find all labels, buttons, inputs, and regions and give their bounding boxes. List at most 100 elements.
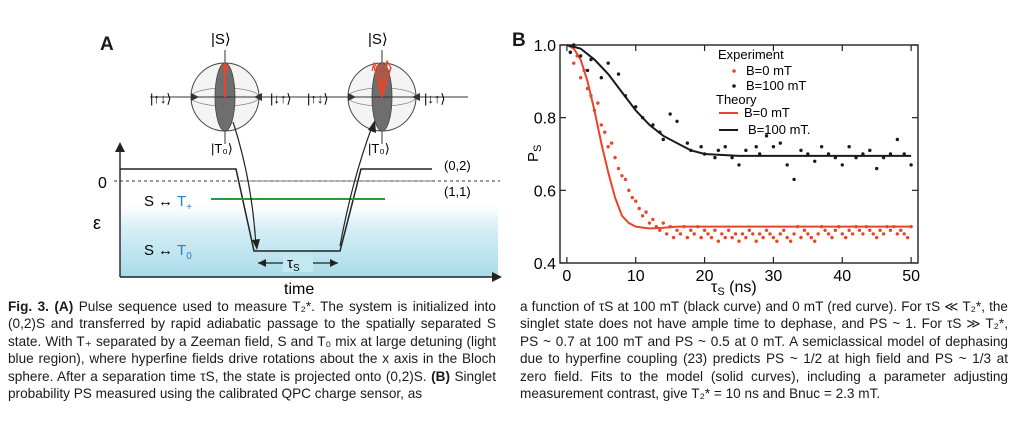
data-point-1 <box>606 61 610 65</box>
data-point-0 <box>702 228 707 232</box>
data-point-1 <box>785 163 789 167</box>
data-point-0 <box>720 232 724 236</box>
data-point-0 <box>844 235 848 240</box>
data-point-0 <box>592 108 597 113</box>
data-point-0 <box>637 206 641 211</box>
caption-b-text: Singlet probability PS measured using th… <box>8 368 497 402</box>
data-point-0 <box>654 224 659 229</box>
state-downup-right: |↓↑⟩ <box>424 91 445 106</box>
data-point-0 <box>751 232 755 236</box>
data-point-0 <box>854 224 858 229</box>
tau-label-bg <box>283 254 313 272</box>
data-point-0 <box>823 228 827 232</box>
level-02-label: (0,2) <box>444 158 471 173</box>
state-s-label: |S⟩ <box>211 31 231 48</box>
data-point-0 <box>651 217 655 222</box>
data-point-1 <box>895 137 900 142</box>
data-point-1 <box>599 76 604 80</box>
data-point-0 <box>713 228 717 232</box>
zero-label: 0 <box>98 175 107 192</box>
state-updown-right: |↑↓⟩ <box>307 91 328 106</box>
data-point-0 <box>895 232 900 236</box>
data-point-1 <box>881 155 886 160</box>
data-point-0 <box>613 155 617 160</box>
data-point-0 <box>761 235 765 240</box>
data-point-0 <box>771 235 776 240</box>
data-point-0 <box>609 141 614 145</box>
data-point-0 <box>658 228 662 232</box>
data-point-0 <box>833 228 838 232</box>
data-point-1 <box>799 148 803 153</box>
data-point-1 <box>868 148 872 153</box>
data-point-0 <box>850 232 855 236</box>
data-point-0 <box>599 123 604 127</box>
data-point-0 <box>572 61 576 65</box>
x-tick-label: 10 <box>627 268 645 285</box>
data-point-1 <box>702 152 707 156</box>
x-tick-label: 0 <box>562 268 571 285</box>
data-point-0 <box>816 232 820 236</box>
data-point-0 <box>627 188 631 193</box>
data-point-0 <box>644 210 648 214</box>
chart-ylabel: PS <box>525 145 544 162</box>
x-tick-label: 20 <box>696 268 714 285</box>
init-arrow <box>232 121 257 247</box>
data-point-0 <box>606 145 610 149</box>
data-point-0 <box>905 235 910 240</box>
chart-legend: Experiment B=0 mT B=100 mT Theory B=0 mT… <box>716 47 811 137</box>
data-point-0 <box>878 228 882 232</box>
data-point-1 <box>658 130 662 134</box>
x-tick-label: 50 <box>902 268 920 285</box>
data-point-0 <box>902 232 906 236</box>
data-point-0 <box>861 232 865 236</box>
data-point-1 <box>723 145 727 149</box>
chart-frame-box <box>559 44 919 264</box>
data-point-0 <box>785 235 789 240</box>
data-point-0 <box>757 232 762 236</box>
data-point-0 <box>909 224 913 229</box>
data-point-0 <box>888 228 893 232</box>
data-point-0 <box>802 228 807 232</box>
data-point-0 <box>809 235 813 240</box>
data-point-0 <box>630 195 634 200</box>
data-point-1 <box>623 94 628 98</box>
data-point-1 <box>778 141 783 145</box>
data-point-1 <box>661 137 665 142</box>
data-point-0 <box>578 76 583 80</box>
panel-a-diagram: 0 ε (0,2) (1,1) S↔T+ S↔T0 τS time |S⟩ |↑… <box>93 31 502 295</box>
state-s-label-2: |S⟩ <box>368 31 388 48</box>
projection-arrow <box>339 123 374 247</box>
data-point-0 <box>840 232 844 236</box>
data-point-1 <box>847 145 851 149</box>
data-point-0 <box>768 232 772 236</box>
data-point-0 <box>661 221 665 225</box>
data-point-0 <box>819 224 824 229</box>
energy-axis-label: ε <box>93 213 101 233</box>
caption-right-text: a function of τS at 100 mT (black curve)… <box>520 299 1008 402</box>
caption-right: a function of τS at 100 mT (black curve)… <box>520 298 1008 402</box>
data-point-0 <box>726 228 731 232</box>
x-tick-label: 30 <box>765 268 783 285</box>
data-point-0 <box>675 228 679 232</box>
data-point-1 <box>585 68 590 73</box>
data-point-1 <box>730 155 734 160</box>
data-point-0 <box>799 235 803 240</box>
data-point-0 <box>692 232 696 236</box>
state-updown-left: |↑↓⟩ <box>150 91 171 106</box>
data-point-0 <box>695 224 700 229</box>
init-arrow-head <box>252 239 260 250</box>
state-t0-label-2: |T₀⟩ <box>368 141 390 156</box>
data-point-0 <box>671 235 676 240</box>
legend-marker-exp-100mt <box>732 84 736 88</box>
projection-arrow-head <box>368 120 376 133</box>
caption-a-text: Pulse sequence used to measure T₂*. The … <box>8 299 496 384</box>
data-point-1 <box>813 159 817 163</box>
data-point-0 <box>589 94 593 98</box>
data-point-0 <box>874 235 879 240</box>
data-point-0 <box>847 228 851 232</box>
data-point-1 <box>861 152 865 156</box>
data-point-1 <box>754 145 758 149</box>
data-point-0 <box>620 174 624 178</box>
data-point-1 <box>572 43 576 47</box>
chart-xlabel: τS (ns) <box>711 279 757 298</box>
